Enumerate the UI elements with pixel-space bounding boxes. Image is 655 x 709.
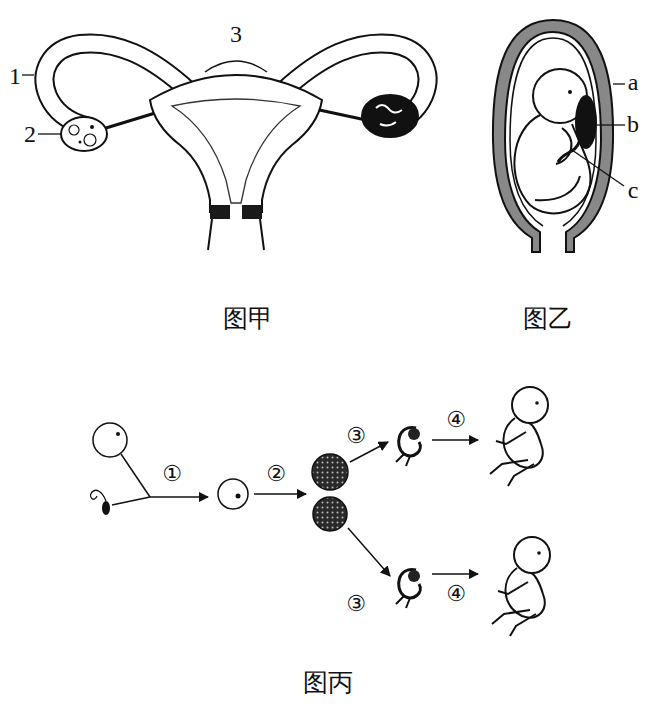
fetus-in-uterus [572, 150, 624, 186]
uterus-diagram [150, 75, 322, 212]
uterus-diagram [210, 205, 262, 219]
twin-development [313, 497, 347, 531]
uterus-diagram [362, 95, 418, 137]
uterus-diagram [230, 205, 242, 219]
twin-development [102, 501, 110, 515]
fetus-in-uterus [568, 90, 572, 94]
fetus-in-uterus [510, 38, 596, 226]
fetus-in-uterus [535, 176, 580, 200]
twin-development [116, 432, 120, 436]
uterus-diagram [38, 133, 61, 134]
uterus-diagram [79, 141, 82, 144]
twin-development [91, 490, 106, 501]
uterus-diagram [84, 134, 96, 146]
uterus-diagram [205, 61, 267, 72]
twin-development [312, 454, 348, 490]
twin-development [348, 528, 390, 576]
twin-development [91, 387, 550, 636]
fetus-in-uterus [556, 128, 571, 164]
uterus-diagram [208, 219, 264, 250]
uterus-diagram [22, 74, 34, 75]
twin-development [236, 494, 241, 499]
callout-number: 2 [24, 122, 36, 146]
twin-development [396, 570, 420, 608]
twin-development [490, 387, 548, 486]
uterus-diagram [376, 105, 402, 126]
step-number: ③ [346, 425, 366, 447]
fetus-in-uterus [493, 20, 613, 252]
fetus-in-uterus [597, 124, 625, 125]
step-number: ③ [346, 593, 366, 615]
step-number: ① [162, 463, 182, 485]
step-number: ④ [446, 583, 466, 605]
twin-development [93, 423, 127, 457]
figure-caption: 图甲 [223, 306, 273, 331]
figure-caption: 图丙 [303, 670, 353, 695]
uterus-diagram [90, 125, 94, 129]
twin-development [432, 439, 478, 441]
callout-number: 3 [230, 22, 242, 46]
uterus-diagram [172, 99, 300, 203]
uterus-diagram [61, 117, 107, 151]
figure-caption: 图乙 [523, 306, 573, 331]
part-letter: a [628, 70, 639, 94]
fetus-in-uterus [558, 140, 580, 162]
callout-number: 1 [9, 64, 21, 88]
uterus-diagram [69, 125, 79, 135]
twin-development [254, 493, 306, 495]
twin-development [150, 496, 208, 498]
twin-development [432, 573, 478, 575]
twin-development [112, 454, 150, 505]
twin-development [396, 428, 420, 466]
twin-development [218, 479, 248, 509]
fetus-in-uterus [493, 20, 625, 252]
part-letter: b [627, 112, 639, 136]
part-letter: c [628, 178, 639, 202]
fetus-in-uterus [613, 83, 625, 84]
twin-development [492, 537, 550, 636]
step-number: ④ [446, 409, 466, 431]
step-number: ② [266, 463, 286, 485]
uterus-diagram [22, 43, 427, 250]
